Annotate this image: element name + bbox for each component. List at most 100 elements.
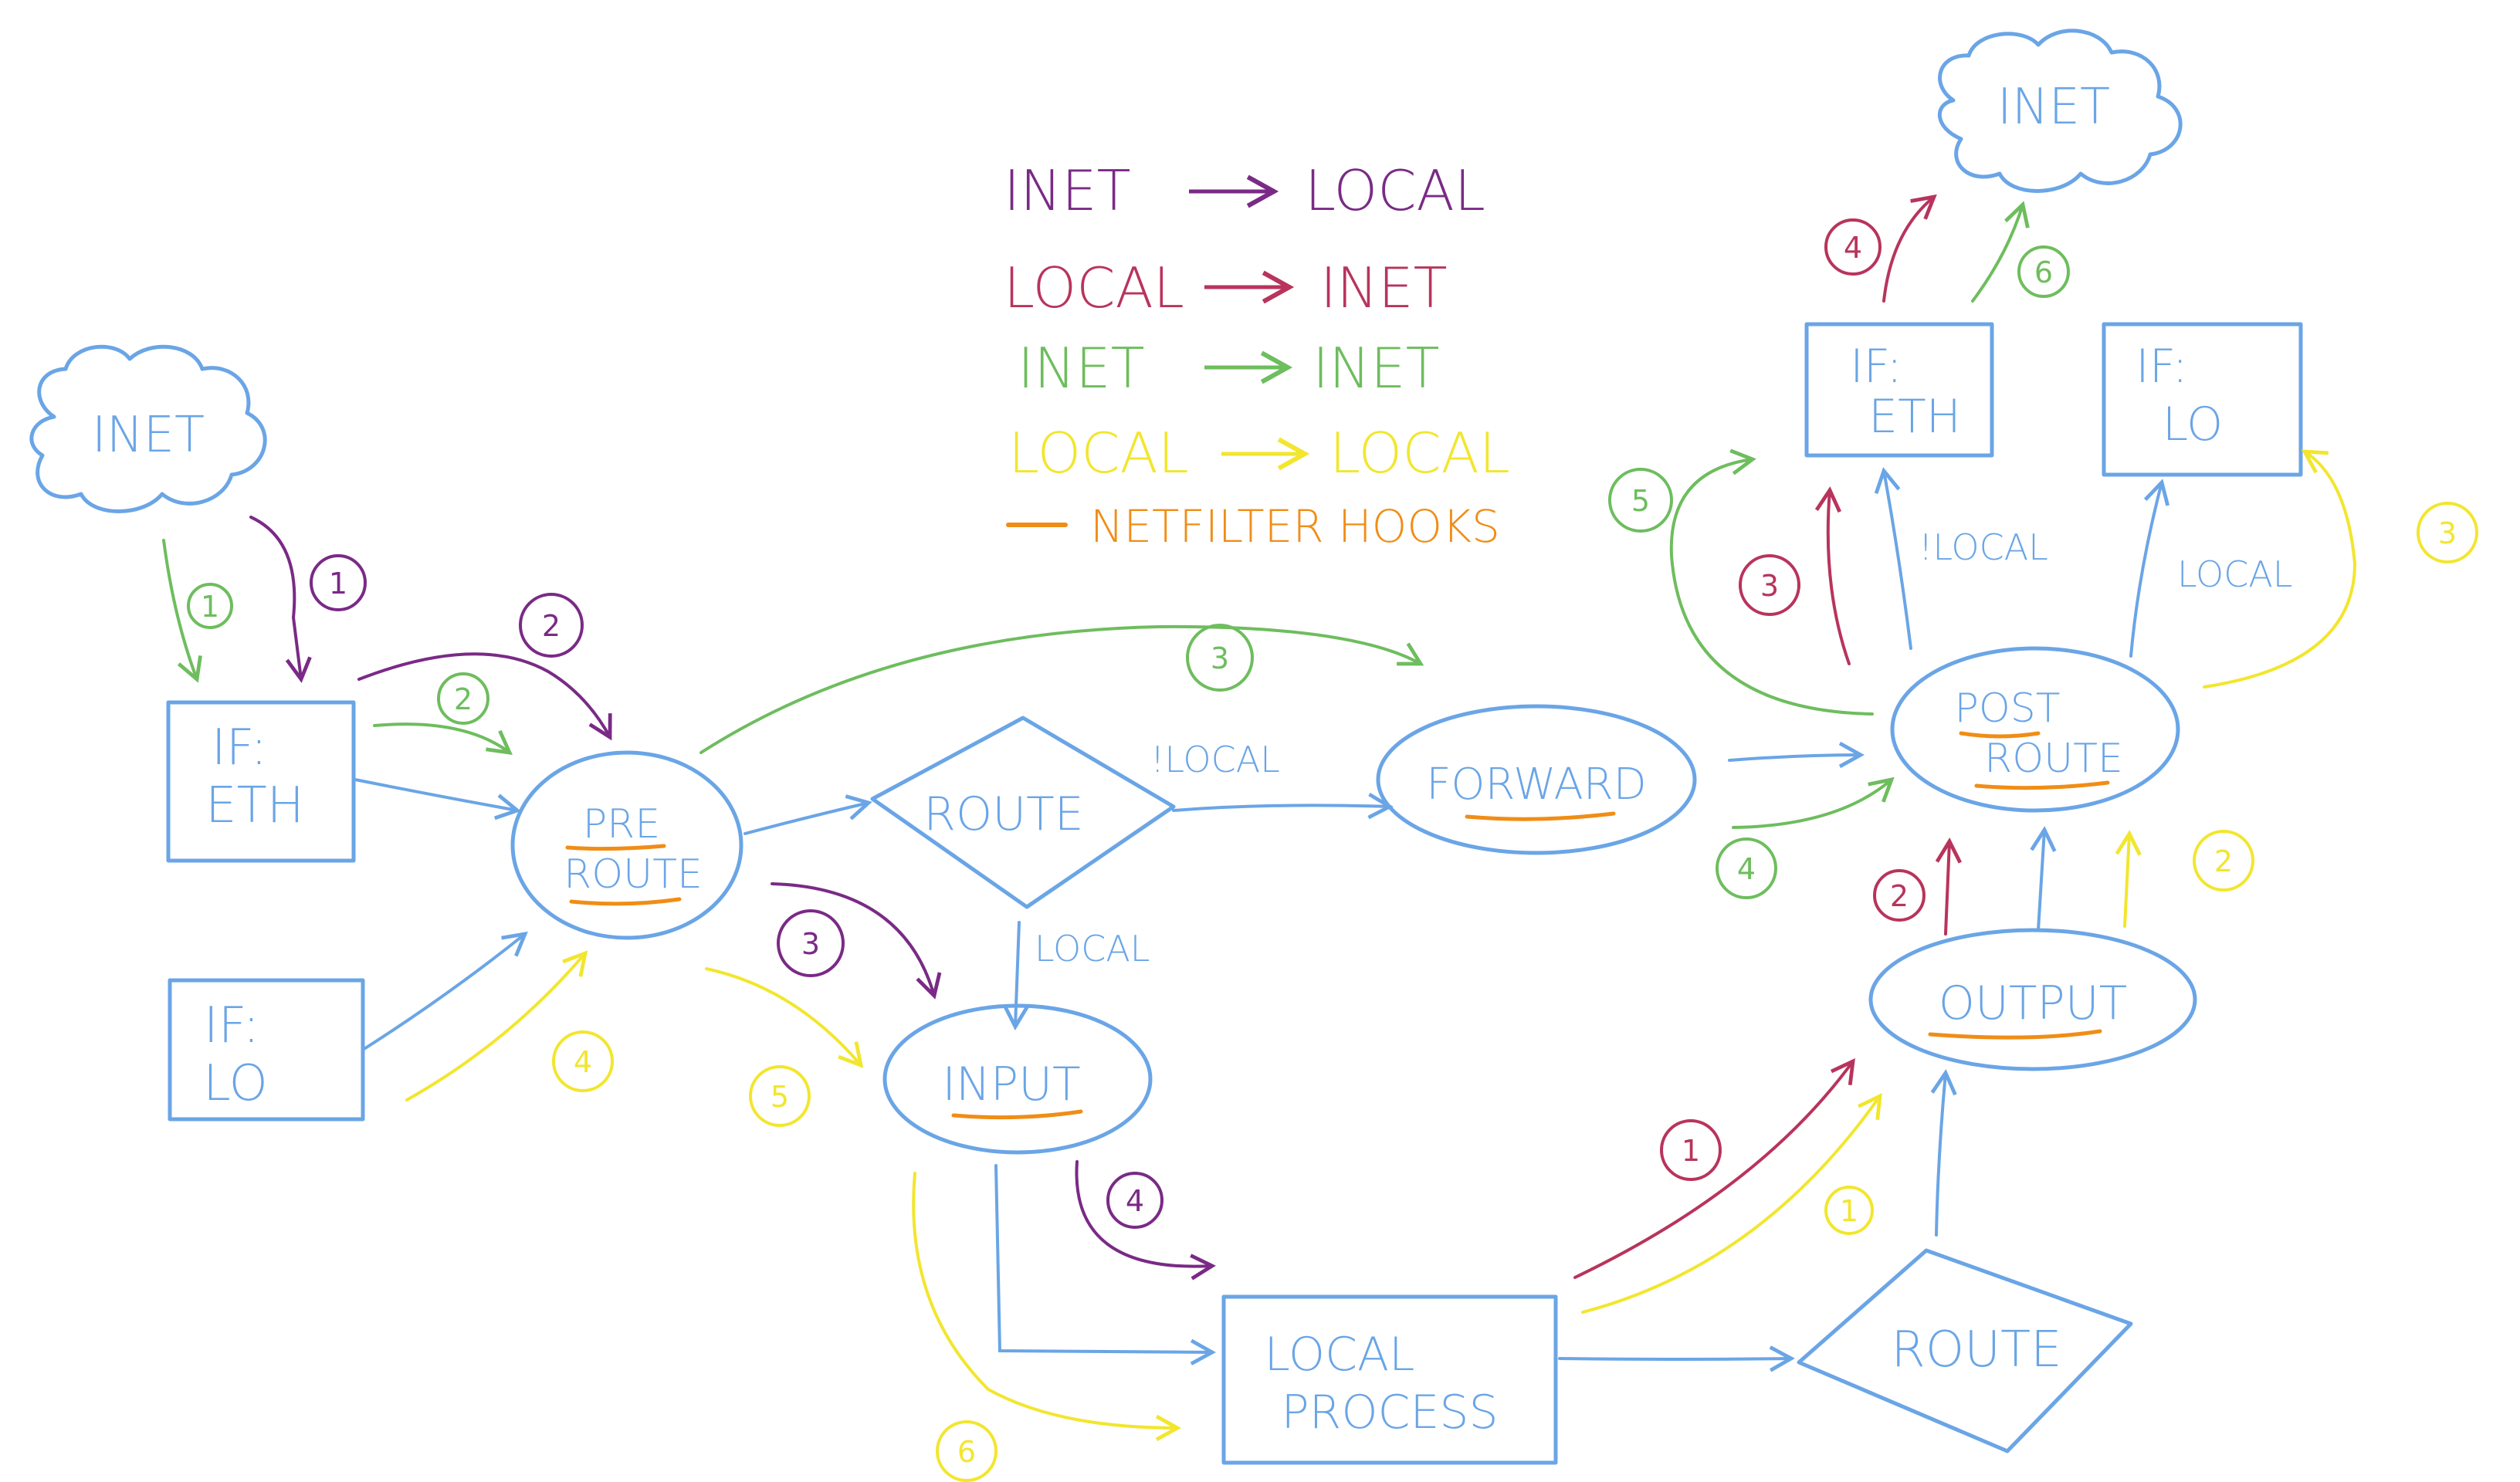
yellow-step-markers (552, 502, 2478, 1482)
red-step-markers (1660, 218, 1926, 1181)
edge-label-not-local-mid: !LOCAL (1150, 739, 1280, 780)
red-edge-1 (1573, 1058, 1855, 1279)
edge-eth-to-preroute (354, 778, 521, 821)
inet-top-label: INET (1997, 79, 2110, 136)
if-eth-left-label-2: ETH (205, 777, 304, 834)
legend: INET LOCAL LOCAL INET INET INET LOCAL LO… (1004, 158, 1510, 553)
route-mid-label: ROUTE (923, 787, 1083, 841)
local-process-label-1: LOCAL (1265, 1328, 1415, 1382)
hook-underline-post-route (1974, 780, 2110, 790)
local-process-box (1221, 1294, 1558, 1465)
hook-underline-forward (1465, 811, 1616, 821)
green-edge-2 (373, 722, 513, 755)
purple-step-1: 1 (329, 567, 347, 601)
purple-step-2: 2 (542, 609, 561, 643)
pre-route-ellipse (510, 750, 743, 940)
inet-cloud-right (1938, 29, 2183, 193)
hook-underline-output (1928, 1029, 2102, 1040)
yellow-edge-6 (912, 1172, 1181, 1442)
yellow-step-2: 2 (2214, 844, 2233, 878)
legend-local-inet-to: INET (1320, 255, 1448, 320)
edge-label-local-mid: LOCAL (1035, 928, 1150, 969)
output-label: OUTPUT (1939, 976, 2128, 1030)
if-eth-right-label-1: IF: (1850, 340, 1902, 394)
yellow-edge-1 (1581, 1092, 1882, 1314)
nodes (29, 29, 2303, 1465)
yellow-path (405, 449, 2357, 1442)
edge-postroute-to-lo (2129, 479, 2170, 658)
purple-step-4: 4 (1126, 1184, 1144, 1218)
yellow-step-3: 3 (2438, 516, 2457, 550)
red-step-2: 2 (1890, 879, 1909, 913)
hook-underline-input (951, 1109, 1083, 1120)
edge-forward-to-postroute (1728, 741, 1865, 769)
hook-underline-post (1959, 731, 2041, 739)
green-path (162, 201, 2030, 829)
netfilter-hook-marks (565, 731, 2110, 1120)
if-eth-right-box (1804, 322, 1994, 458)
purple-edge-1 (249, 516, 312, 683)
inet-cloud-left (29, 344, 267, 513)
inet-left-label: INET (92, 407, 205, 464)
legend-inet-inet-to: INET (1312, 336, 1440, 401)
legend-local-local-to: LOCAL (1329, 421, 1510, 486)
legend-inet-inet-from: INET (1018, 336, 1145, 401)
red-edge-2 (1935, 837, 1963, 936)
blue-edges (354, 467, 2170, 1372)
post-route-label-1: POST (1954, 685, 2060, 732)
green-step-2: 2 (454, 682, 472, 716)
pre-route-label-1: PRE (583, 801, 660, 848)
post-route-ellipse (1890, 646, 2180, 813)
green-step-6: 6 (2034, 255, 2053, 289)
edge-lo-to-preroute (361, 931, 528, 1051)
edge-route-to-output (1930, 1069, 1957, 1237)
yellow-step-1: 1 (1840, 1194, 1858, 1228)
edge-label-local-right: LOCAL (2177, 553, 2292, 595)
green-step-3: 3 (1211, 641, 1229, 675)
if-eth-left-box (166, 700, 356, 863)
edge-preroute-to-route (743, 794, 872, 835)
red-edge-3 (1814, 486, 1851, 665)
edge-localprocess-to-route (1558, 1345, 1795, 1372)
red-step-3: 3 (1760, 569, 1779, 603)
legend-local-local-from: LOCAL (1008, 421, 1189, 486)
if-lo-left-label-1: IF: (204, 997, 259, 1054)
yellow-step-4: 4 (574, 1045, 592, 1079)
purple-step-3: 3 (801, 927, 820, 961)
purple-path (249, 516, 1216, 1281)
yellow-step-5: 5 (771, 1080, 789, 1114)
edge-input-to-localprocess (994, 1164, 1216, 1365)
red-step-4: 4 (1844, 231, 1862, 265)
legend-local-inet-from: LOCAL (1004, 255, 1184, 320)
legend-hooks-label: NETFILTER HOOKS (1090, 500, 1500, 553)
edge-route-to-input (1002, 921, 1030, 1030)
green-edge-1 (162, 539, 202, 683)
legend-inet-local-from: INET (1004, 158, 1131, 223)
edge-label-not-local-right: !LOCAL (1919, 526, 2048, 568)
if-lo-left-label-2: LO (203, 1055, 268, 1112)
edge-postroute-to-eth (1874, 467, 1912, 650)
purple-edge-2 (357, 652, 612, 741)
purple-edge-4 (1075, 1160, 1216, 1281)
red-step-1: 1 (1682, 1134, 1700, 1168)
red-path (1573, 194, 1963, 1279)
green-step-markers (187, 245, 2070, 899)
yellow-edge-5 (705, 967, 864, 1068)
if-lo-right-label-2: LO (2163, 398, 2224, 452)
output-ellipse (1868, 928, 2197, 1071)
post-route-label-2: ROUTE (1984, 736, 2123, 782)
edge-route-to-forward (1172, 793, 1394, 820)
green-edge-4 (1732, 777, 1895, 829)
hook-underline-route (569, 897, 682, 906)
green-edge-6 (1971, 201, 2030, 303)
green-edge-3 (699, 624, 1424, 754)
yellow-step-6: 6 (957, 1435, 976, 1469)
green-step-1: 1 (201, 590, 219, 624)
green-step-5: 5 (1631, 484, 1650, 518)
hook-underline-pre (565, 844, 666, 851)
if-lo-right-box (2102, 322, 2303, 477)
yellow-edge-3 (2203, 449, 2357, 689)
legend-inet-local-to: LOCAL (1305, 158, 1485, 223)
local-process-label-2: PROCESS (1281, 1386, 1498, 1440)
